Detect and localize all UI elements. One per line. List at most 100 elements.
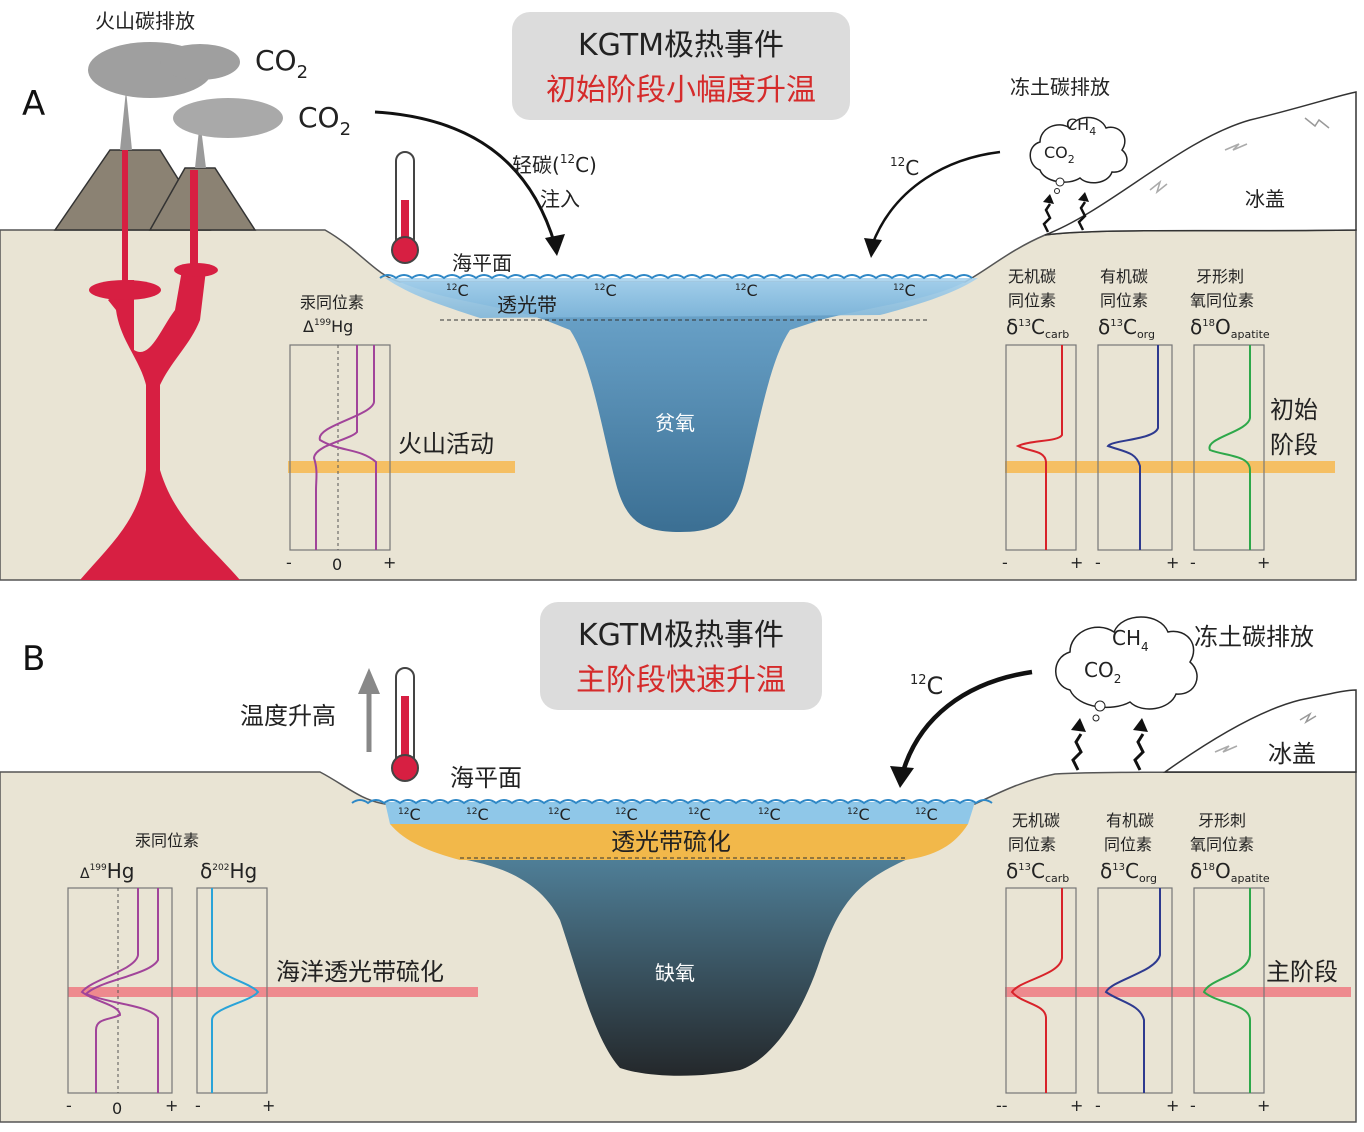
permafrost-squiggle-a1 [1042,203,1052,233]
co2-injection-arrowhead [545,234,565,256]
initial-stage-band-left [288,461,515,473]
cloud-bubble-b2 [1092,714,1100,722]
injection-label: 注入 [540,187,580,211]
title-b-line2: 主阶段快速升温 [576,663,786,698]
corg-plus-b: + [1166,1096,1179,1115]
corg-minus-a: - [1095,553,1101,572]
permafrost-squiggle-a1-head [1043,194,1054,204]
volcano-right [148,167,257,231]
ccarb-axis-a: δ13Ccarb [1006,315,1069,341]
cloud-bubble-a2 [1054,188,1060,194]
isotope-plot-ccarb-a: 无机碳 同位素 δ13Ccarb - + [1002,267,1083,572]
ccarb-title-a2: 同位素 [1008,291,1056,310]
cloud-ch4-a: CH4 [1066,115,1096,138]
corg-title-b1: 有机碳 [1106,811,1154,830]
cloud-bubble-a1 [1055,177,1065,187]
permafrost-label-b: 冻土碳排放 [1194,623,1314,651]
c12-sea-b8: 12C [915,805,938,824]
co2-injection-arrow [374,110,557,246]
c12-sea-b3: 12C [548,805,571,824]
ccarb-title-b1: 无机碳 [1012,811,1060,830]
hg-axis-plus-a: + [383,553,396,572]
panel-b-deep-water [455,858,910,1076]
thermometer-a [391,151,419,264]
sea-level-label-a: 海平面 [452,251,512,275]
temperature-rise-arrowhead [358,668,380,694]
hg1-zero-b: 0 [112,1099,122,1118]
light-carbon-label: 轻碳(12C) [512,152,597,177]
c12-sea-b1: 12C [398,805,421,824]
panel-a-photic-layer [385,278,978,318]
water-state-b: 缺氧 [655,961,695,985]
o-plus-b: + [1257,1096,1270,1115]
corg-title-b2: 同位素 [1104,835,1152,854]
panel-b-surface-water [385,802,975,824]
hg2-curve-b [211,888,260,1093]
main-stage-band-right [1005,987,1351,997]
ccarb-plus-a: + [1070,553,1083,572]
ice-cap-label-b: 冰盖 [1268,740,1316,768]
corg-title-a2: 同位素 [1100,291,1148,310]
hg-axis-minus-a: - [286,553,292,572]
volcano-emission-label: 火山碳排放 [95,9,195,33]
o-axis-a: δ18Oapatite [1190,315,1270,341]
initial-stage-label-2: 阶段 [1270,431,1318,459]
corg-axis-a: δ13Corg [1098,315,1155,341]
ccarb-minus-b: -- [996,1096,1008,1115]
ice-cap-label-a: 冰盖 [1245,187,1285,211]
hg-title-b: 汞同位素 [135,831,199,850]
o-title-a2: 氧同位素 [1190,291,1254,310]
cloud-bubble-b1 [1094,700,1106,712]
hg-title-a: 汞同位素 [300,293,364,312]
cloud-ch4-b: CH4 [1112,626,1149,654]
volcanic-activity-label: 火山活动 [398,430,494,458]
corg-axis-b: δ13Corg [1100,859,1157,885]
panel-b: KGTM极热事件 主阶段快速升温 B 温度升高 冻土碳排放 CH4 CO2 12… [0,602,1357,1123]
permafrost-arrowhead-b [890,766,914,788]
hg-axis-zero-a: 0 [332,555,342,574]
permafrost-arrow-b [899,669,1033,776]
hg1-curve-b1 [80,888,139,1093]
o-minus-b: - [1190,1096,1196,1115]
c12-sea-b5: 12C [688,805,711,824]
hg-curve-a2 [318,345,377,550]
ice-crack-b1 [1299,712,1317,724]
panel-a-sea-surface [379,274,973,280]
title-a-line2: 初始阶段小幅度升温 [546,73,816,108]
corg-plus-a: + [1166,553,1179,572]
hg2-axis-label-b: δ202Hg [200,859,257,883]
photic-zone-label: 透光带 [497,293,557,317]
title-box-b [540,602,822,710]
ccarb-title-b2: 同位素 [1008,835,1056,854]
corg-minus-b: - [1095,1096,1101,1115]
permafrost-squiggle-a2 [1077,201,1087,231]
panel-a: KGTM极热事件 初始阶段小幅度升温 A 火山碳排放 CO2 CO2 轻碳(12… [0,9,1357,581]
water-state-a: 贫氧 [655,411,695,435]
panel-b-euxinic-layer [390,824,968,860]
c12-sea-a3: 12C [735,281,758,300]
panel-a-ice-cap [1044,91,1357,236]
hg1-axis-label-b: Δ199Hg [80,859,135,883]
panel-letter-a: A [22,84,45,124]
panel-b-sea-surface [351,799,993,805]
permafrost-squiggle-b2 [1133,733,1145,771]
co2-label-2: CO2 [298,101,351,140]
temperature-rise-label: 温度升高 [240,702,336,730]
permafrost-label-a: 冻土碳排放 [1010,75,1110,99]
magma-chamber-a2 [174,263,218,277]
permafrost-arrow-a [870,150,1001,246]
hg1-curve-b2 [84,888,159,1093]
c12-sea-a4: 12C [893,281,916,300]
cloud-co2-a: CO2 [1044,143,1075,166]
o-title-b2: 氧同位素 [1190,835,1254,854]
initial-stage-label-1: 初始 [1270,396,1318,424]
permafrost-squiggle-a2-head [1078,192,1089,202]
initial-stage-band-right [1005,461,1335,473]
ocean-euxinia-label: 海洋透光带硫化 [276,958,444,986]
isotope-plot-o-a: 牙形刺 氧同位素 δ18Oapatite - + [1190,267,1270,572]
cloud-co2-b: CO2 [1084,658,1121,686]
hg-axis-label-a: Δ199Hg [303,317,353,336]
c12-sea-b2: 12C [466,805,489,824]
isotope-plot-o-b: 牙形刺 氧同位素 δ18Oapatite - + [1190,811,1270,1115]
